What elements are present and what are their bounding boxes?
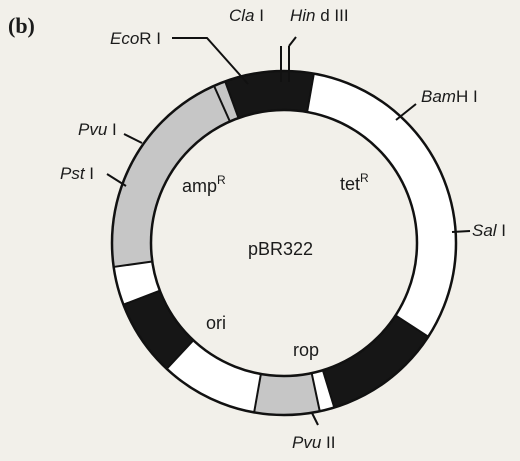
pvui-leader: [123, 133, 143, 144]
site-label-clai-rest: I: [255, 6, 264, 25]
ring-inner-edge: [149, 108, 419, 378]
panel-label: (b): [8, 13, 35, 38]
segment-divider-9: [113, 260, 153, 268]
ring-outer-edge: [110, 69, 458, 417]
site-label-pvui-italic: Pvu: [78, 120, 108, 139]
site-label-sali: Sal I: [472, 221, 506, 240]
segment-divider-2: [306, 73, 315, 113]
gene-label-ori: ori: [206, 313, 226, 333]
site-label-pvuii-italic: Pvu: [292, 433, 322, 452]
site-label-psti-italic: Pst: [60, 164, 86, 183]
pvuii-leader: [311, 412, 319, 426]
psti-leader: [106, 173, 127, 187]
gene-label-tet-sup: R: [360, 171, 369, 185]
sali-leader: [451, 230, 471, 233]
segment-divider-7: [165, 339, 195, 370]
segment-dark-lower-right: [322, 315, 429, 408]
gene-label-amp-name: amp: [182, 176, 217, 196]
gene-label-tet-name: tet: [340, 174, 360, 194]
site-label-pvuii: Pvu II: [292, 433, 335, 452]
site-label-ecori: EcoR I: [110, 29, 161, 48]
site-label-pvui: Pvu I: [78, 120, 117, 139]
segment-divider-4: [321, 369, 336, 408]
segment-divider-3: [394, 314, 429, 338]
ecori-leader: [172, 37, 249, 85]
site-label-clai: Cla I: [229, 6, 264, 25]
segment-divider-5: [310, 372, 321, 412]
plasmid-ring: [110, 69, 458, 417]
gene-label-tet: tetR: [340, 171, 369, 194]
segment-divider-8: [123, 289, 161, 306]
site-label-pvuii-rest: II: [321, 433, 335, 452]
hindiii-leader-cap: [288, 36, 297, 47]
site-label-ecori-italic: Eco: [110, 29, 139, 48]
segment-gray-bottom: [254, 373, 320, 415]
site-label-psti-rest: I: [85, 164, 94, 183]
site-label-bamhi-italic: Bam: [421, 87, 456, 106]
site-leader-lines: [106, 36, 471, 426]
segment-divider-10: [224, 81, 240, 119]
site-label-psti: Pst I: [60, 164, 94, 183]
site-label-sali-rest: I: [497, 221, 506, 240]
bamhi-leader: [395, 103, 417, 121]
segment-divider-6: [253, 373, 262, 413]
gene-label-rop: rop: [293, 340, 319, 360]
site-label-hindiii-rest: d III: [316, 6, 349, 25]
site-label-bamhi: BamH I: [421, 87, 478, 106]
plasmid-name: pBR322: [248, 239, 313, 259]
segment-divider-1: [213, 85, 231, 122]
site-label-pvui-rest: I: [107, 120, 116, 139]
gene-label-amp: ampR: [182, 173, 226, 196]
site-label-clai-italic: Cla: [229, 6, 255, 25]
site-label-hindiii: Hin d III: [290, 6, 349, 25]
site-label-hindiii-italic: Hin: [290, 6, 316, 25]
gene-label-amp-sup: R: [217, 173, 226, 187]
site-label-bamhi-rest: H I: [456, 87, 478, 106]
segment-gray-amp: [111, 81, 239, 267]
site-label-sali-italic: Sal: [472, 221, 498, 240]
site-label-ecori-rest: R I: [139, 29, 161, 48]
segment-dark-lower-left: [123, 290, 194, 369]
